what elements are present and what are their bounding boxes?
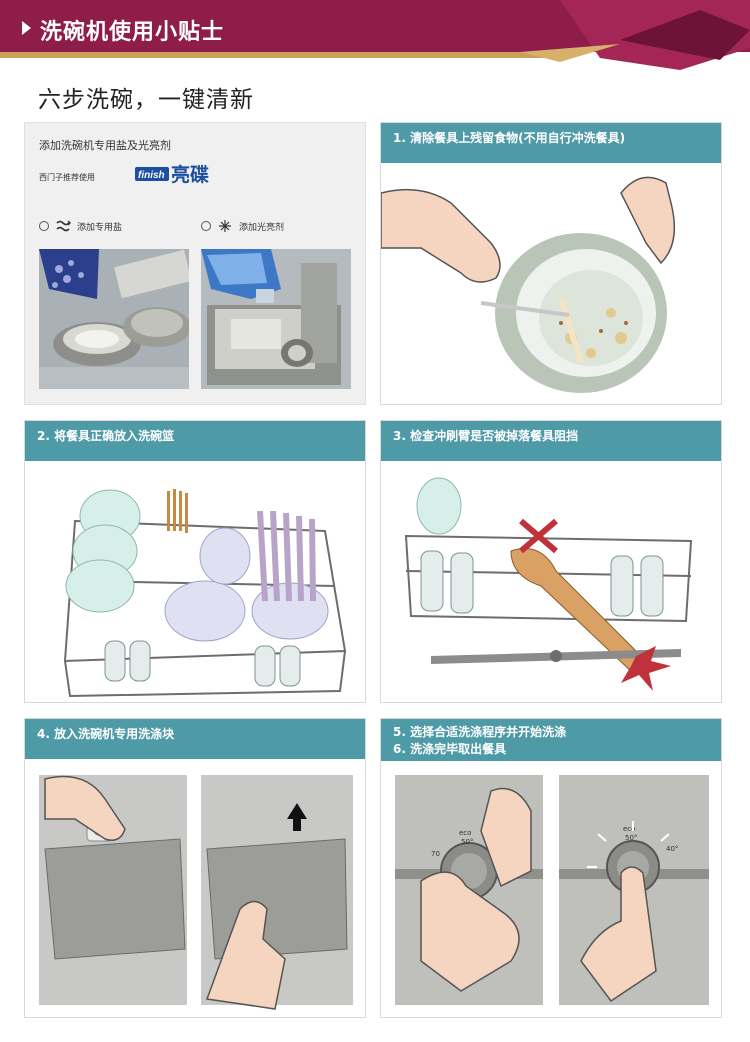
rinse-aid-icon [219,220,231,232]
program-illustration: eco 50° 70 eco 50° 40° [395,775,709,1005]
arrow-icon [22,21,31,35]
knob-50: 50° [461,838,473,846]
step-5-label: 5. 选择合适洗涤程序并开始洗涤 [393,725,567,739]
step-header: 3. 检查冲刷臂是否被掉落餐具阻挡 [381,421,721,461]
header-banner: 洗碗机使用小贴士 [0,0,750,70]
panel-title: 添加洗碗机专用盐及光亮剂 [39,139,171,152]
knob-eco-2: eco [623,825,635,833]
spray-arm-illustration [404,477,693,691]
option-salt: 添加专用盐 [39,219,122,233]
recommend-text: 西门子推荐使用 [39,173,95,182]
knob-eco: eco [459,829,471,837]
knob-50-2: 50° [625,834,637,842]
scrape-illustration [381,176,676,393]
salt-rinse-panel: 添加洗碗机专用盐及光亮剂 西门子推荐使用 finish 亮碟 添加专用盐 添加光… [24,122,366,405]
salt-icon [56,220,71,232]
step-panel-3: 3. 检查冲刷臂是否被掉落餐具阻挡 [380,420,722,703]
brand-cn-text: 亮碟 [171,163,209,186]
radio-icon [39,221,49,231]
step-panel-1: 1. 清除餐具上残留食物(不用自行冲洗餐具) [380,122,722,405]
step-header: 4. 放入洗碗机专用洗涤块 [25,719,365,759]
radio-icon [201,221,211,231]
step-panel-4: 4. 放入洗碗机专用洗涤块 [24,718,366,1018]
step-header: 2. 将餐具正确放入洗碗篮 [25,421,365,461]
option-label: 添加专用盐 [77,222,123,233]
brand-text: finish [138,170,165,181]
step-header: 1. 清除餐具上残留食物(不用自行冲洗餐具) [381,123,721,163]
header-title: 洗碗机使用小贴士 [40,20,225,45]
knob-40: 40° [666,845,678,853]
step-panel-2: 2. 将餐具正确放入洗碗篮 [24,420,366,703]
step-header: 5. 选择合适洗涤程序并开始洗涤 6. 洗涤完毕取出餐具 [381,719,721,761]
knob-70: 70 [431,850,440,858]
salt-photo [39,249,189,389]
option-label: 添加光亮剂 [239,222,285,233]
basket-illustration [63,489,347,698]
option-rinse-aid: 添加光亮剂 [201,219,284,233]
header-background [0,0,750,70]
detergent-illustration [39,775,353,1010]
rinse-aid-photo [201,249,351,389]
step-6-label: 6. 洗涤完毕取出餐具 [393,742,507,756]
finish-logo: finish 亮碟 [135,161,223,187]
page-subtitle: 六步洗碗，一键清新 [38,87,254,113]
step-panel-5: 5. 选择合适洗涤程序并开始洗涤 6. 洗涤完毕取出餐具 eco 50° 70 … [380,718,722,1018]
